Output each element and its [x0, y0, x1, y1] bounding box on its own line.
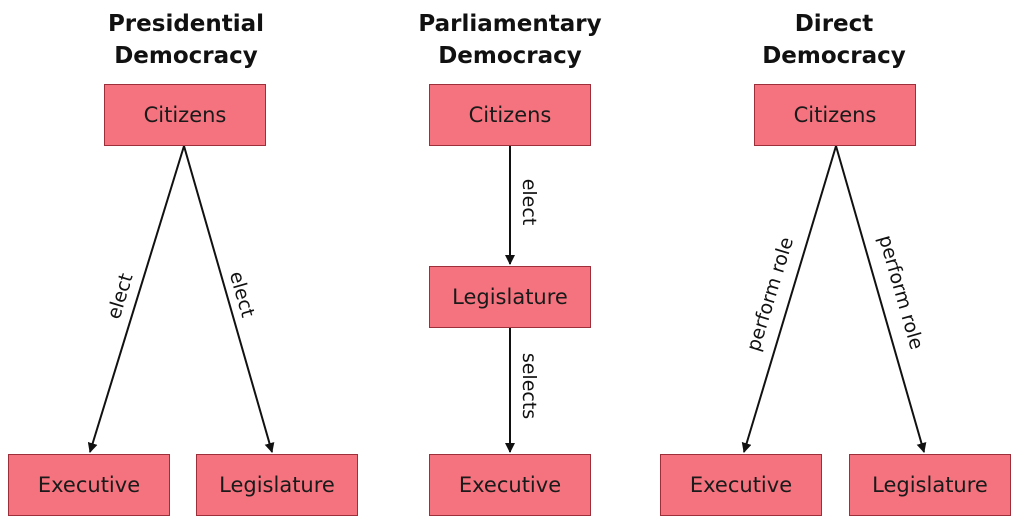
parliamentary-title-line2: Democracy [438, 43, 582, 69]
presidential-title-line1: Presidential [107, 11, 265, 37]
direct-title-line1: Direct [794, 11, 874, 37]
presidential-legislature-box: Legislature [196, 454, 358, 516]
parliamentary-edge-label-top: elect [518, 179, 540, 226]
presidential-title-line2: Democracy [114, 43, 258, 69]
parliamentary-citizens-box: Citizens [429, 84, 591, 146]
direct-arrow-to-legislature [835, 145, 927, 453]
parliamentary-legislature-box: Legislature [429, 266, 591, 328]
parliamentary-edge-label-bottom: selects [518, 353, 540, 419]
presidential-citizens-box: Citizens [104, 84, 266, 146]
direct-executive-box: Executive [660, 454, 822, 516]
presidential-executive-box: Executive [8, 454, 170, 516]
parliamentary-executive-box: Executive [429, 454, 591, 516]
parliamentary-title-line1: Parliamentary [418, 11, 602, 37]
parliamentary-title: Parliamentary Democracy [380, 8, 640, 72]
presidential-arrow-to-legislature [183, 145, 275, 453]
direct-edge-label-right: perform role [874, 233, 928, 352]
direct-edge-label-left: perform role [743, 235, 799, 354]
direct-legislature-box: Legislature [849, 454, 1011, 516]
direct-arrow-to-executive [741, 145, 837, 453]
presidential-title: Presidential Democracy [56, 8, 316, 72]
direct-title-line2: Democracy [762, 43, 906, 69]
presidential-edge-label-right: elect [225, 269, 259, 320]
direct-citizens-box: Citizens [754, 84, 916, 146]
direct-title: Direct Democracy [704, 8, 964, 72]
presidential-arrow-to-executive [87, 145, 185, 453]
